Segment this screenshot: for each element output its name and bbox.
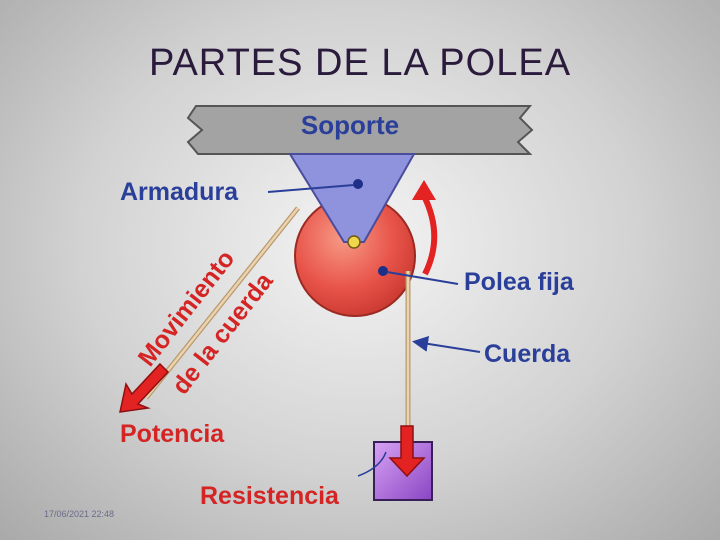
cuerda-leader xyxy=(412,335,481,353)
slide-title: PARTES DE LA POLEA xyxy=(148,42,572,84)
potencia-arrow xyxy=(119,362,170,413)
soporte-beam xyxy=(186,105,534,155)
pulley-diagram: Soporte Armadura Polea fija Cuerda Movim… xyxy=(119,105,575,510)
potencia-label: Potencia xyxy=(120,420,225,448)
axle xyxy=(347,235,361,249)
resistencia-leader xyxy=(357,451,387,477)
cuerda-label: Cuerda xyxy=(484,340,571,368)
armadura-point xyxy=(353,179,363,189)
cuerda-left-inner xyxy=(145,207,299,399)
slide-date: 17/06/2021 22:48 xyxy=(44,509,115,519)
polea-leader xyxy=(386,271,459,285)
polea-point xyxy=(378,266,388,276)
armadura-label: Armadura xyxy=(120,178,239,206)
rotation-arrowhead xyxy=(412,180,436,200)
resistencia-arrow xyxy=(388,425,426,478)
armadura-frame xyxy=(288,153,416,243)
armadura-leader xyxy=(267,184,355,193)
rotation-arrow xyxy=(421,194,438,276)
resistencia-label: Resistencia xyxy=(200,482,340,510)
soporte-label: Soporte xyxy=(301,110,399,140)
polea-fija-label: Polea fija xyxy=(464,268,575,296)
